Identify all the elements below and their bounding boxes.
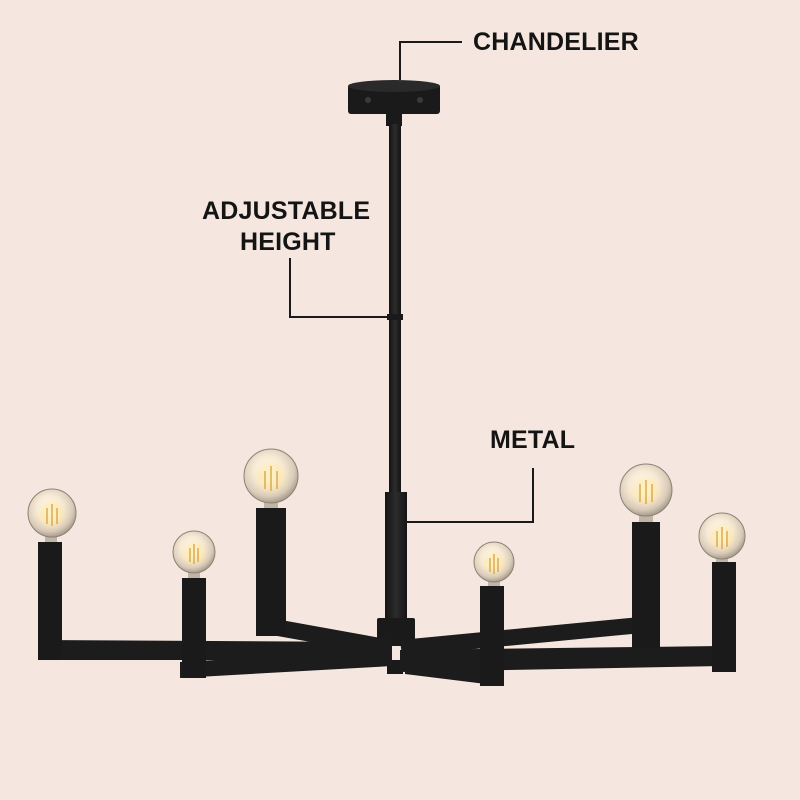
callout-lines bbox=[289, 41, 534, 523]
metal-label: METAL bbox=[490, 426, 576, 454]
adjustable-height-label-line2: HEIGHT bbox=[240, 228, 336, 256]
adjustable-height-label-line1: ADJUSTABLE bbox=[202, 197, 371, 225]
downrod bbox=[377, 124, 415, 674]
chandelier-arms bbox=[38, 617, 722, 686]
adjustable-height-leader bbox=[289, 258, 396, 318]
bulb bbox=[473, 541, 515, 586]
bulb bbox=[27, 488, 77, 542]
bulb bbox=[243, 448, 299, 508]
adjustable-height-label: ADJUSTABLE HEIGHT bbox=[202, 196, 370, 258]
canopy bbox=[348, 80, 440, 126]
bulb bbox=[172, 530, 216, 578]
chandelier-label: CHANDELIER bbox=[473, 28, 639, 56]
bulb bbox=[619, 463, 673, 522]
chandelier-leader bbox=[399, 41, 462, 80]
arm-uprights bbox=[38, 508, 736, 686]
bulb bbox=[698, 512, 746, 562]
metal-leader bbox=[404, 468, 534, 523]
